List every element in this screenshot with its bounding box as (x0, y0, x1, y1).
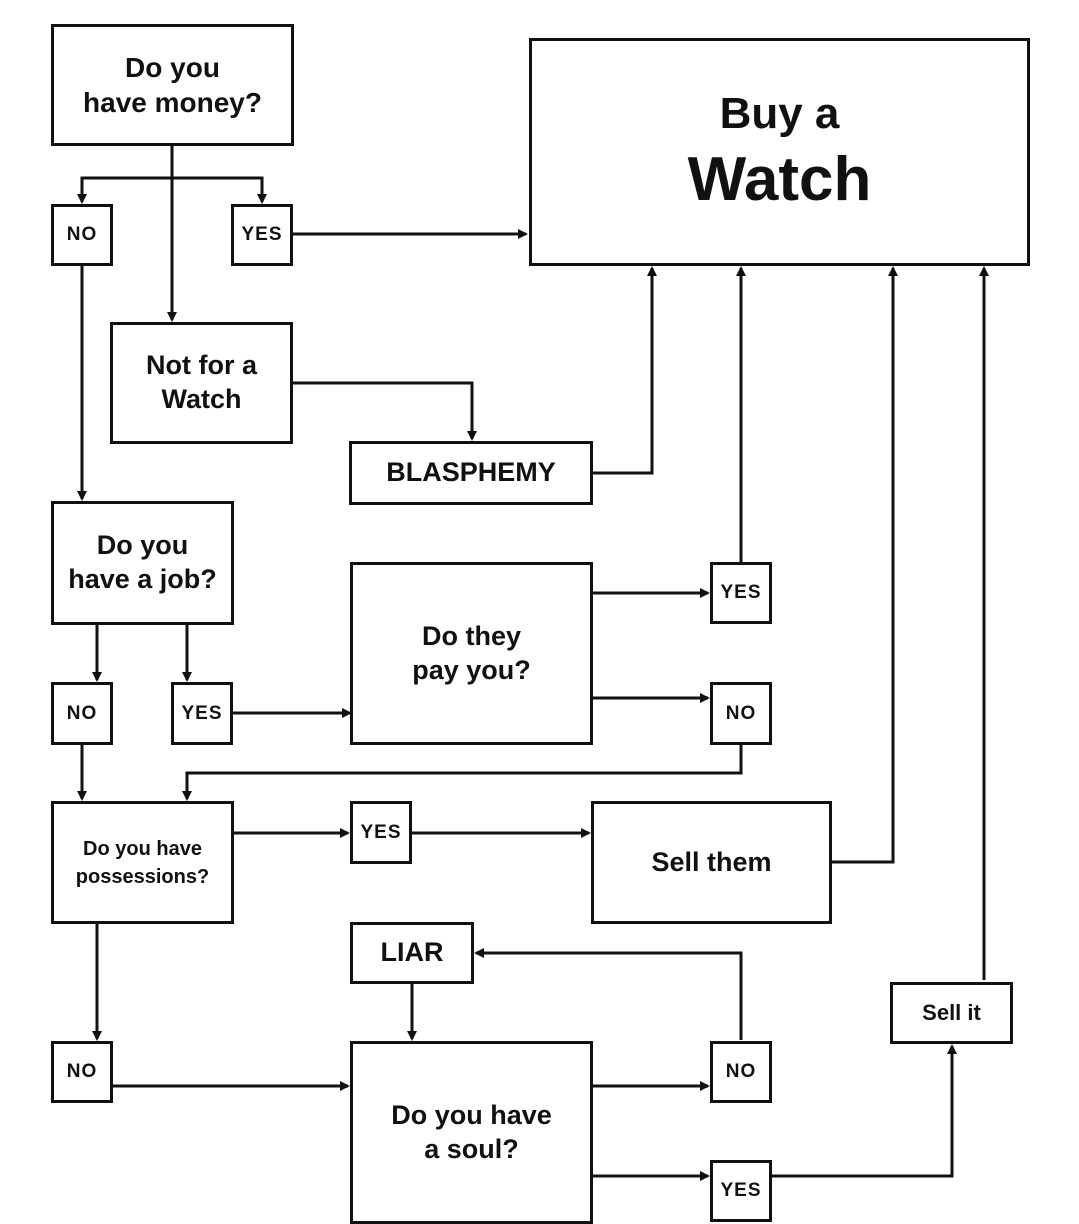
arrow-blasphemy-to-buy (592, 266, 657, 475)
possessions-question-line2: possessions? (75, 865, 210, 888)
soul-no-box: NO (710, 1041, 772, 1103)
job-question-line2: have a job? (68, 564, 217, 594)
arrow-sell-them-to-buy (831, 266, 898, 864)
possessions-no-label: NO (66, 1061, 98, 1083)
pay-no-label: NO (725, 702, 757, 724)
money-question-line2: have money? (83, 87, 262, 118)
not-for-watch-line1: Not for a (146, 350, 257, 381)
possessions-question-box: Do you have possessions? (51, 801, 234, 924)
sell-it-box: Sell it (890, 982, 1013, 1044)
possessions-question-line1: Do you have (83, 837, 202, 860)
not-for-watch-line2: Watch (161, 384, 242, 414)
soul-yes-label: YES (720, 1180, 762, 1202)
soul-yes-box: YES (710, 1160, 772, 1222)
money-question-line1: Do you (125, 52, 220, 83)
possessions-no-box: NO (51, 1041, 113, 1103)
money-no-label: NO (66, 224, 98, 246)
sell-it-label: Sell it (922, 1000, 981, 1026)
job-question-box: Do you have a job? (51, 501, 234, 625)
job-no-box: NO (51, 682, 113, 745)
soul-no-label: NO (725, 1061, 757, 1083)
sell-them-label: Sell them (651, 846, 772, 877)
pay-yes-label: YES (720, 582, 762, 604)
money-question-box: Do you have money? (51, 24, 294, 146)
blasphemy-box: BLASPHEMY (349, 441, 593, 505)
sell-them-box: Sell them (591, 801, 832, 924)
pay-question-line1: Do they (421, 620, 521, 651)
possessions-yes-box: YES (350, 801, 412, 864)
pay-question-line2: pay you? (412, 654, 531, 685)
liar-label: LIAR (380, 937, 444, 968)
pay-no-box: NO (710, 682, 772, 745)
buy-watch-box: Buy a Watch (529, 38, 1030, 266)
blasphemy-label: BLASPHEMY (386, 457, 556, 488)
arrow-no3-to-possessions (182, 745, 743, 801)
job-yes-label: YES (181, 702, 223, 724)
job-yes-box: YES (171, 682, 233, 745)
soul-question-box: Do you have a soul? (350, 1041, 593, 1224)
possessions-yes-label: YES (360, 821, 402, 843)
buy-watch-line2: Watch (687, 144, 872, 214)
job-no-label: NO (66, 702, 98, 724)
job-question-line1: Do you (96, 530, 189, 561)
soul-question-line1: Do you have (391, 1099, 552, 1130)
buy-watch-line1: Buy a (719, 88, 840, 138)
arrow-no5-to-liar (474, 948, 743, 1040)
soul-question-line2: a soul? (424, 1133, 519, 1164)
money-yes-box: YES (231, 204, 293, 266)
arrow-yes5-to-sell-it (771, 1044, 957, 1178)
arrow-notwatch-to-blasphemy (292, 381, 477, 441)
arrow-money-to-yes (172, 176, 267, 204)
money-no-box: NO (51, 204, 113, 266)
money-yes-label: YES (241, 224, 283, 246)
arrow-money-to-no (77, 146, 174, 204)
not-for-watch-box: Not for a Watch (110, 322, 293, 444)
pay-yes-box: YES (710, 562, 772, 624)
liar-box: LIAR (350, 922, 474, 984)
pay-question-box: Do they pay you? (350, 562, 593, 745)
